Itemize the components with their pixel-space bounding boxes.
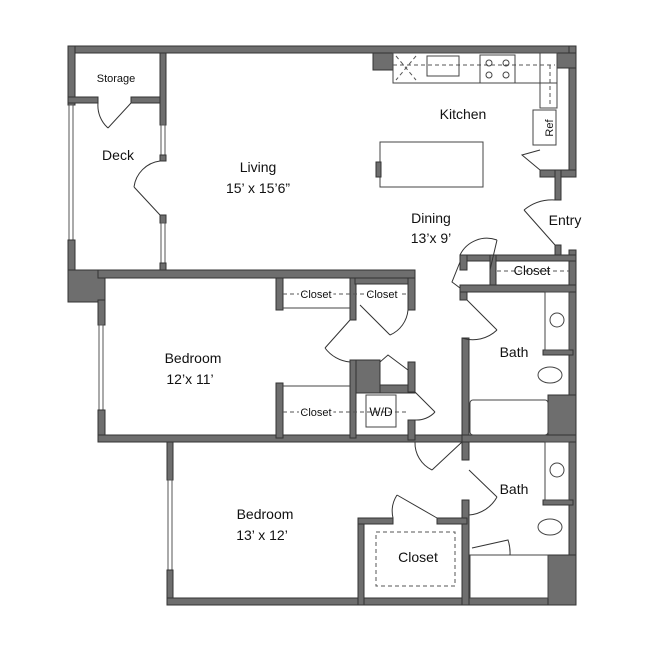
bath2-toilet-icon [537, 518, 563, 536]
walkin-closet-label: Closet [398, 549, 438, 565]
dining-label: Dining [411, 210, 451, 226]
bedroom2-label: Bedroom [237, 506, 294, 522]
bedroom2-size: 13’ x 12’ [236, 527, 288, 543]
living-size: 15’ x 15’6” [226, 180, 290, 196]
closet2-label: Closet [366, 289, 397, 301]
bedroom1-label: Bedroom [165, 350, 222, 366]
bathtub [469, 399, 549, 436]
closet3-label: Closet [300, 407, 331, 419]
bath1-sink [544, 291, 570, 351]
dining-size: 13’x 9’ [411, 230, 451, 246]
kitchen-label: Kitchen [440, 106, 487, 122]
stove-icon [479, 54, 516, 84]
bath2-label: Bath [500, 481, 529, 497]
closet1-label: Closet [300, 289, 331, 301]
refrigerator [532, 109, 557, 146]
living-label: Living [240, 159, 277, 175]
entry-closet-door [459, 237, 498, 271]
sink-icon [426, 55, 460, 77]
bath2-sink [544, 441, 570, 501]
entry-closet-label: Closet [514, 263, 551, 278]
washer-dryer [365, 394, 397, 428]
bath1-toilet-icon [537, 366, 563, 384]
deck-label: Deck [102, 147, 135, 163]
bath1-label: Bath [500, 344, 529, 360]
fixtures [283, 52, 570, 599]
entry-label: Entry [549, 212, 582, 228]
doors [97, 102, 556, 556]
kitchen-island [379, 141, 484, 188]
shower [469, 554, 549, 599]
walls [67, 45, 577, 606]
wd-label: W/D [369, 405, 393, 419]
ref-label: Ref [544, 119, 556, 137]
dishwasher-icon [395, 55, 417, 81]
bedroom1-size: 12’x 11’ [166, 371, 213, 387]
kitchen-counter [392, 52, 558, 84]
storage-label: Storage [97, 73, 136, 85]
